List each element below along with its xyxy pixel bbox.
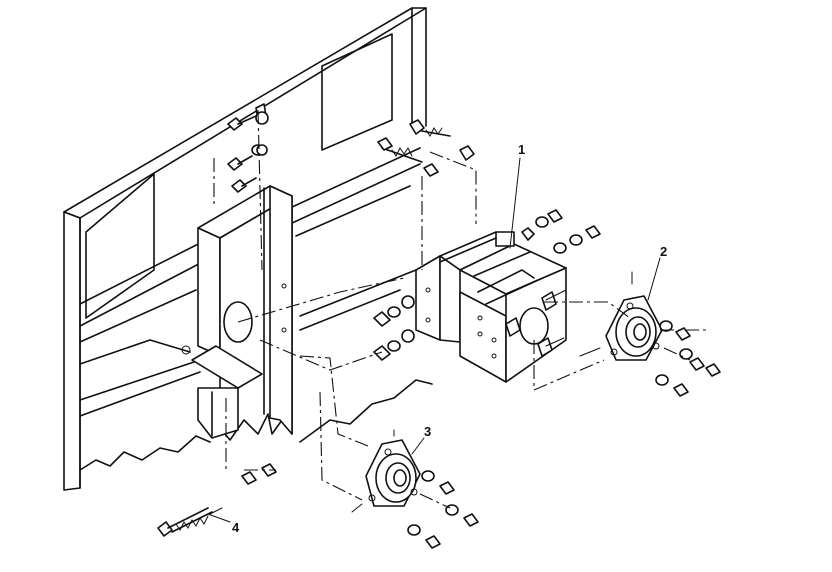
callout-4: 4 [232,520,240,535]
assembly-lines [213,109,706,509]
bolt-5 [377,137,439,177]
flange-bearing-left [351,429,421,513]
callout-1: 1 [518,142,525,157]
flange-bearing-right [579,271,663,361]
fasteners [241,111,721,549]
carriage-bolt [157,507,223,537]
mounting-bracket [415,231,567,383]
callout-leaders [207,157,661,523]
mounting-post [181,185,293,441]
callout-3: 3 [424,424,431,439]
callout-2: 2 [660,244,667,259]
bolt-4 [409,119,475,161]
callouts: 1 2 3 4 [232,142,667,535]
bolt-3 [231,177,257,193]
